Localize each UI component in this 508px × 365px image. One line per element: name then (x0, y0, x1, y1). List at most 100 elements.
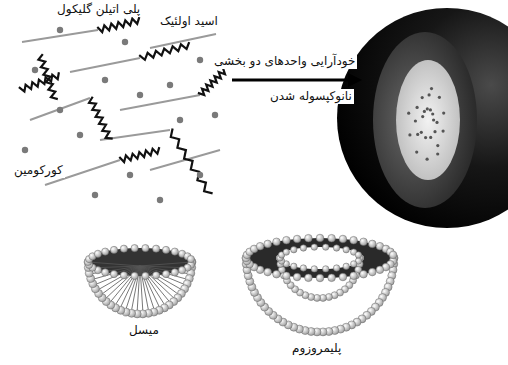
head-group (343, 247, 349, 253)
head-group (102, 269, 109, 276)
head-group (323, 244, 329, 250)
curcumin-dot (442, 130, 445, 133)
core-curcumin (407, 87, 445, 161)
head-group (110, 271, 117, 278)
oleic-acid-chain (19, 72, 59, 91)
process-label: خودآرایی واحدهای دو بخشی (212, 54, 357, 69)
head-group (360, 238, 368, 246)
caption-label: پلیمروزوم (290, 341, 343, 356)
curcumin-dot (32, 67, 38, 73)
curcumin-dot (197, 57, 203, 63)
head-group (389, 251, 397, 259)
head-group (94, 250, 101, 257)
cross-section (373, 32, 477, 208)
polymersome (242, 234, 398, 336)
curcumin-dot (432, 118, 435, 121)
curcumin-dot (426, 107, 429, 110)
curcumin-dot (416, 106, 419, 109)
curcumin-dot (127, 172, 133, 178)
curcumin-dot (415, 151, 418, 154)
head-group (360, 270, 368, 278)
curcumin-dot (102, 77, 108, 83)
peg-chain (120, 95, 200, 110)
head-group (131, 272, 138, 279)
oleic-acid-chain (198, 68, 225, 95)
curcumin-dot (137, 92, 143, 98)
head-group (300, 265, 306, 271)
head-group (162, 271, 169, 278)
curcumin-dot (430, 87, 433, 90)
curcumin-dot (442, 112, 445, 115)
head-group (110, 246, 117, 253)
head-group (283, 236, 291, 244)
head-group (293, 273, 301, 281)
head-group (273, 270, 281, 278)
head-group (283, 249, 289, 255)
curcumin-dot (436, 152, 439, 155)
curcumin-dot (429, 136, 432, 139)
micelle-body (88, 262, 192, 314)
head-group (339, 235, 347, 243)
curcumin-dot (414, 119, 417, 122)
label: پلی اتیلن گلیکول (55, 2, 142, 17)
head-group (273, 238, 281, 246)
head-group (328, 234, 336, 242)
lumen (276, 247, 364, 269)
head-group (333, 265, 339, 271)
curcumin-dot (177, 117, 183, 123)
head-group (350, 272, 358, 280)
head-group (305, 274, 313, 282)
head-group (131, 245, 138, 252)
curcumin-dot (421, 115, 424, 118)
curcumin-dot (57, 27, 63, 33)
head-group (171, 269, 178, 276)
lipid-tail (140, 266, 187, 285)
head-group (305, 234, 313, 242)
core (396, 60, 460, 180)
curcumin-dot (157, 197, 163, 203)
lipid-tail (94, 266, 141, 285)
head-group (300, 245, 306, 251)
head-group (316, 234, 324, 242)
curcumin-dot (433, 130, 436, 133)
oleic-acid-chain (89, 97, 113, 139)
curcumin-dot (408, 133, 411, 136)
head-group (283, 272, 291, 280)
curcumin-dot (426, 158, 429, 161)
head-group (316, 274, 324, 282)
lipid-tail (88, 262, 140, 266)
lipid-tail (140, 262, 192, 266)
curcumin-dot (435, 121, 438, 124)
peg-chain (30, 98, 90, 120)
curcumin-dot (77, 132, 83, 138)
curcumin-dot (416, 133, 419, 136)
process-label: نانوکپسوله شدن (268, 89, 354, 104)
head-group (102, 248, 109, 255)
curcumin-dot (197, 172, 203, 178)
curcumin-dot (438, 96, 441, 99)
head-group (256, 242, 264, 250)
head-group (291, 263, 297, 269)
head-group (351, 261, 357, 267)
curcumin-dot (407, 112, 410, 115)
lipid-tail (100, 266, 140, 295)
head-group (120, 245, 127, 252)
curcumin-dot (420, 131, 423, 134)
curcumin-dot (428, 93, 431, 96)
curcumin-dot (122, 39, 128, 45)
head-group (339, 273, 347, 281)
head-group (142, 245, 149, 252)
nanocapsule-sphere (337, 8, 508, 228)
label: کورکومین (12, 163, 65, 178)
oleic-acid-chain (139, 42, 189, 60)
head-group (343, 263, 349, 269)
oleic-acid-chain (38, 54, 57, 99)
head-group (369, 268, 377, 276)
process-arrow (232, 79, 352, 82)
head-group (333, 245, 339, 251)
inner-wall (280, 258, 360, 298)
head-group (153, 272, 160, 279)
label: اسید اولئیک (158, 14, 220, 29)
curcumin-dot (421, 96, 424, 99)
lipid-tail (140, 266, 143, 314)
